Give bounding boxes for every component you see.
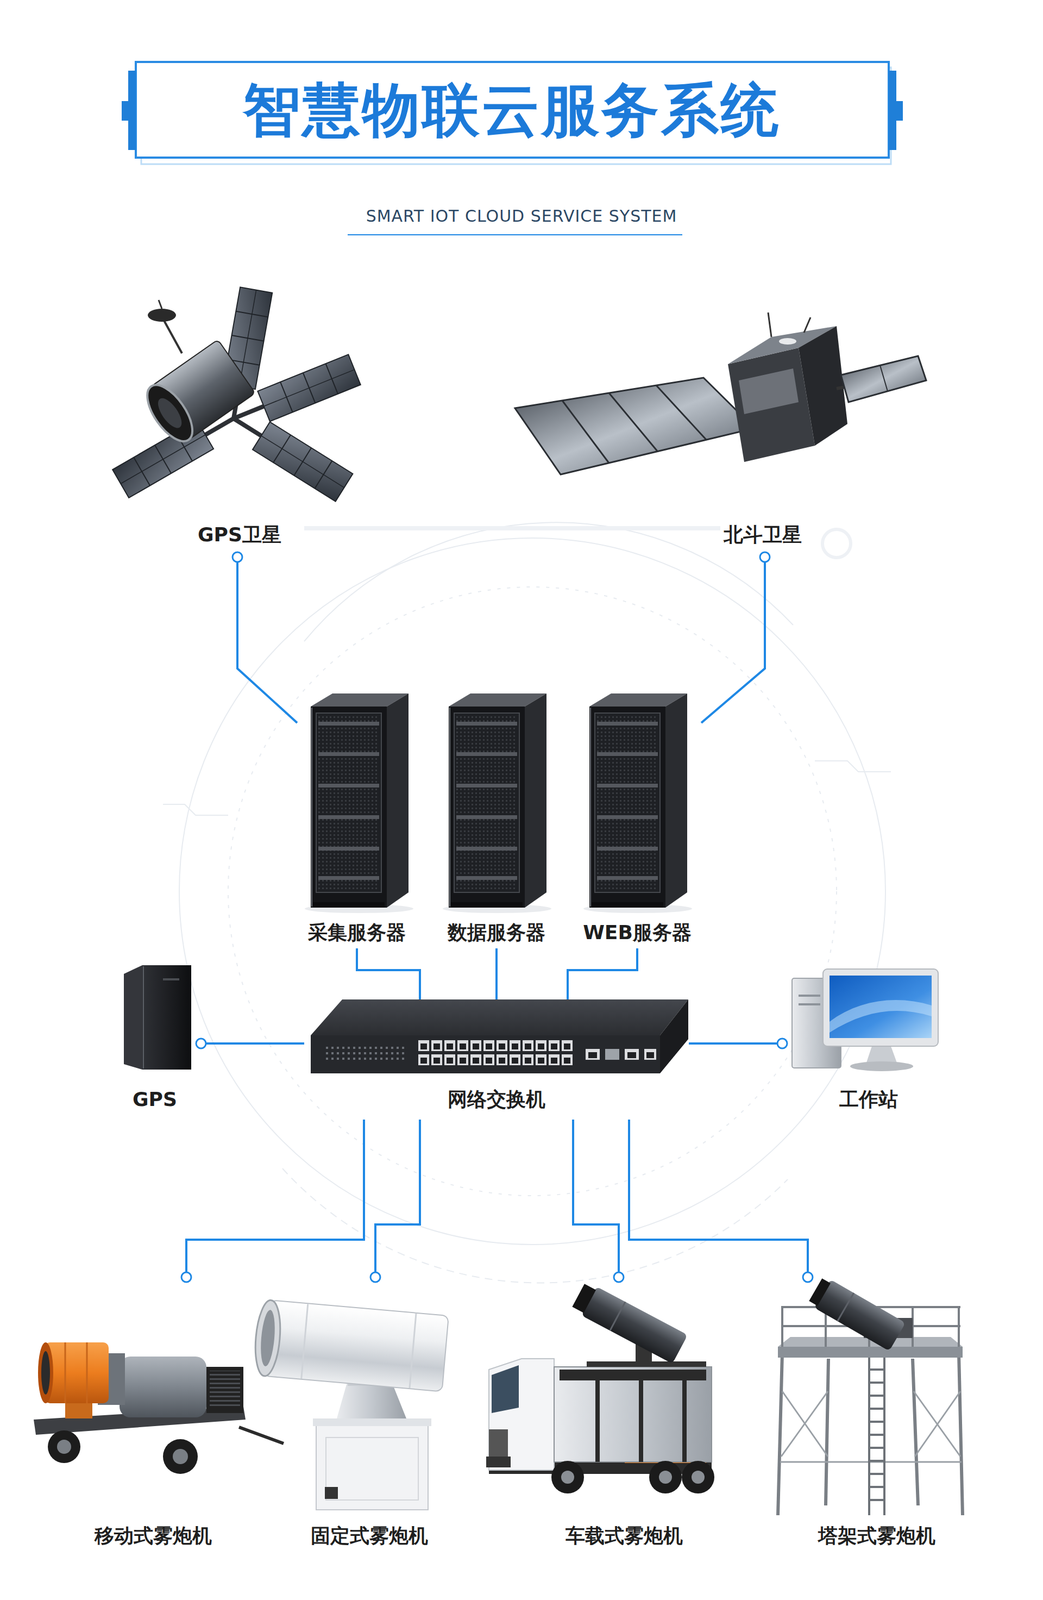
fixed-fog-cannon [252,1298,449,1510]
diagram-title: 智慧物联云服务系统 [242,75,781,145]
fog-cannon-node: 车载式雾炮机 [521,1276,727,1560]
connector-line [200,1041,305,1045]
connector-line [186,1119,364,1277]
mobile-fog-cannon [33,1341,284,1474]
node-label: GPS卫星 [194,522,285,546]
connector-dot [181,1271,192,1282]
fog-cannon-node: 移动式雾炮机 [27,1276,280,1560]
connector-line [701,556,765,723]
node-label: 网络交换机 [444,1087,549,1111]
beidou-satellite [514,312,927,475]
workstation-node: 工作站 [782,964,955,1120]
connector-dot [777,1038,788,1048]
node-label: 移动式雾炮机 [91,1523,216,1547]
connector-line [375,1119,420,1277]
server-node: 采集服务器 [297,689,417,948]
connector-dot [759,551,770,562]
connector-line [237,556,298,723]
node-label: 塔架式雾炮机 [814,1523,939,1547]
server-node: 数据服务器 [436,689,557,948]
satellite-node: GPS卫星 [125,293,354,557]
title-box: 智慧物联云服务系统 [135,64,888,157]
fog-cannon-node: 塔架式雾炮机 [775,1276,979,1560]
node-label: 车载式雾炮机 [562,1523,687,1547]
connector-dot [232,551,243,562]
tower-fog-cannon [777,1274,963,1515]
vehicle-fog-cannon [486,1280,715,1493]
node-label: 北斗卫星 [720,522,806,546]
connector-line [356,947,420,999]
switch-node: 网络交换机 [304,998,689,1120]
fog-cannon-node: 固定式雾炮机 [287,1276,451,1560]
server-node: WEB服务器 [573,689,702,948]
connector-line [629,1119,808,1277]
connector-line [688,1041,783,1045]
connector-dot [196,1038,206,1048]
network-switch [310,998,689,1073]
device-node: GPS [108,961,201,1114]
node-label: 固定式雾炮机 [307,1523,432,1547]
title-banner [121,61,903,235]
node-label: WEB服务器 [579,920,695,944]
gps-device [123,964,192,1070]
subtitle-text: SMART IOT CLOUD SERVICE SYSTEM [363,206,680,226]
node-label: 数据服务器 [444,920,549,944]
connector-dot [802,1271,813,1282]
background-decoration [162,522,891,1283]
gps-satellite [112,286,361,501]
connector-dot [370,1271,381,1282]
connector-line [495,947,498,999]
node-label: 工作站 [836,1087,902,1111]
connector-line [567,947,638,999]
satellite-node: 北斗卫星 [599,304,926,557]
subtitle-box: SMART IOT CLOUD SERVICE SYSTEM [0,203,1043,230]
workstation [792,968,939,1071]
node-label: 采集服务器 [304,920,410,944]
connector-dot [613,1271,624,1282]
connector-line [573,1119,619,1277]
server-racks [304,693,693,913]
node-label: GPS [129,1087,181,1111]
